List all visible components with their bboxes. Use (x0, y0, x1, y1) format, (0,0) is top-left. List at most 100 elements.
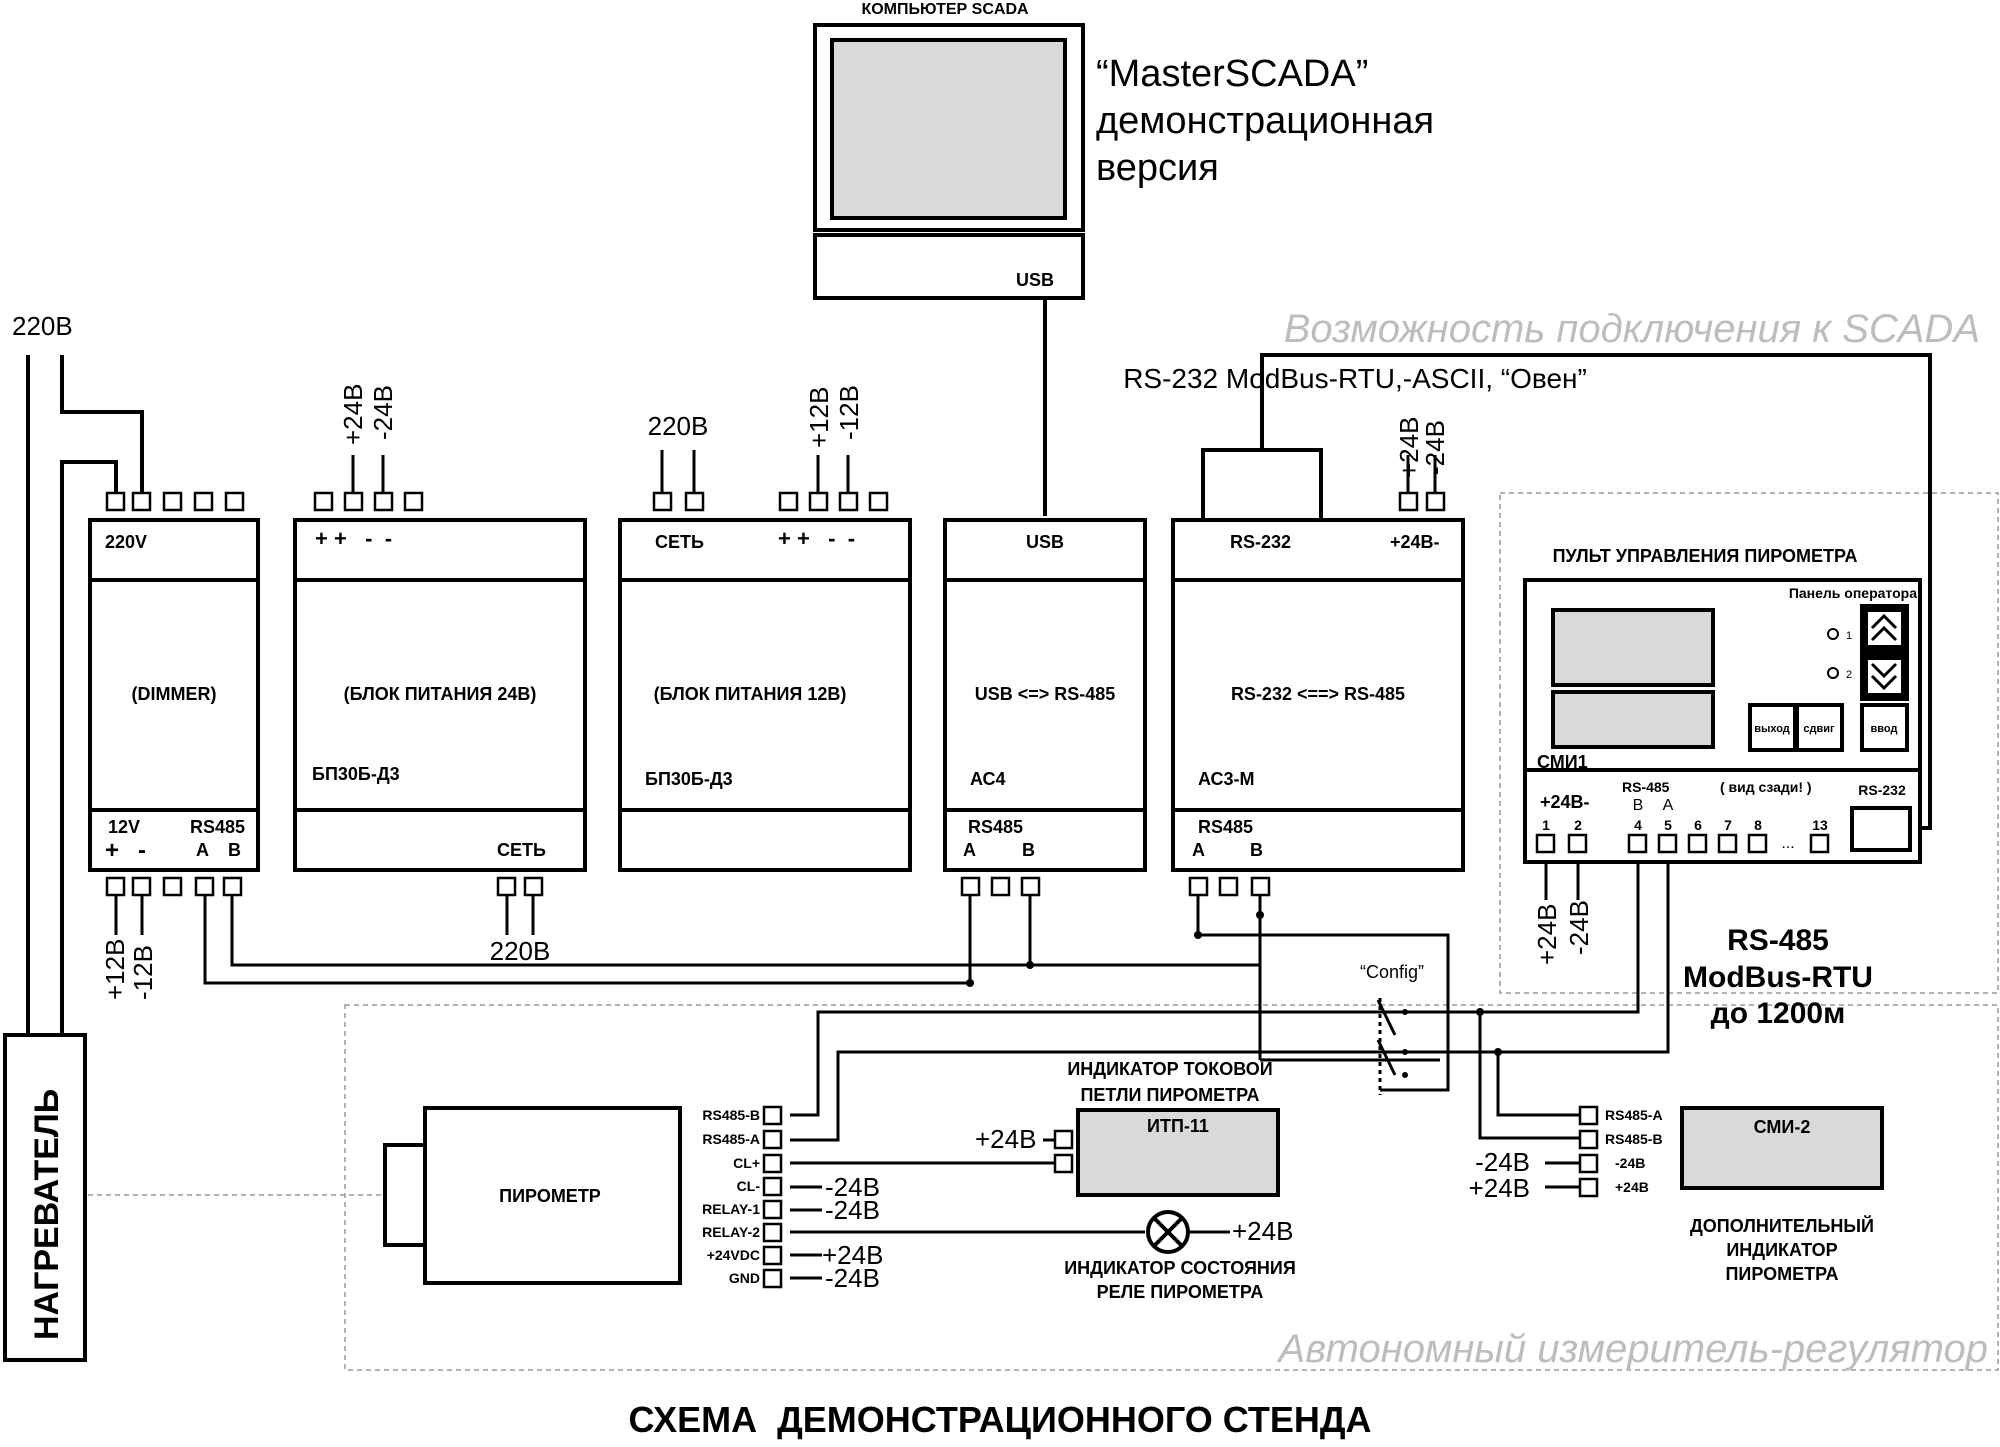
ac3-rs232: RS-232 (1230, 532, 1291, 552)
ac4-rs485: RS485 (968, 817, 1023, 837)
console-rs232-port (1850, 806, 1912, 852)
dimmer-b: B (228, 840, 241, 860)
console-led1: 1 (1846, 630, 1852, 642)
scada-connection-note: Возможность подключения к SCADA (1284, 307, 1980, 351)
psu24-net: СЕТЬ (497, 840, 546, 860)
dimmer-name: (DIMMER) (132, 684, 217, 704)
dimmer-out-plus: +12В (100, 939, 130, 1000)
console-exit-button[interactable] (1748, 703, 1797, 752)
ac4-module (943, 518, 1147, 872)
relay-title1: ИНДИКАТОР СОСТОЯНИЯ (1064, 1258, 1296, 1278)
svg-text:2: 2 (1574, 817, 1582, 833)
config-label: “Config” (1360, 962, 1424, 982)
pyrometer-vdc: +24В (822, 1240, 883, 1270)
psu24-out-plus: +24В (338, 384, 368, 445)
smi2-ext-minus: -24В (1475, 1147, 1530, 1177)
rs232-protocols: RS-232 ModBus-RTU,-ASCII, “Овен” (1123, 363, 1587, 394)
ac3-name: RS-232 <==> RS-485 (1231, 684, 1405, 704)
itp-terminal-minus (1053, 1153, 1074, 1174)
psu12-out-plus: +12В (804, 387, 834, 448)
console-enter-label: ввод (1871, 723, 1898, 735)
smi2-desc3: ПИРОМЕТРА (1725, 1264, 1838, 1284)
pyrometer-name: ПИРОМЕТР (499, 1186, 601, 1206)
psu12-module (618, 518, 912, 872)
dimmer-top-label: 220V (105, 532, 147, 552)
smi2-desc2: ИНДИКАТОР (1726, 1240, 1837, 1260)
console-up-button[interactable] (1860, 604, 1909, 653)
ac4-usb: USB (1026, 532, 1064, 552)
ac3-model: АС3-М (1198, 769, 1255, 789)
dimmer-rs485: RS485 (190, 817, 245, 837)
console-panel-label: Панель оператора (1789, 585, 1917, 601)
itp-name: ИТП-11 (1147, 1116, 1209, 1136)
svg-text:5: 5 (1664, 817, 1672, 833)
rs485-note-line2: ModBus-RTU (1683, 961, 1873, 994)
psu12-top: + + - - (778, 526, 855, 551)
smi2-box (1680, 1106, 1884, 1190)
heater-box (3, 1033, 87, 1362)
svg-text:+24VDC: +24VDC (707, 1247, 760, 1263)
ac3-out-plus: +24В (1394, 417, 1424, 478)
ac4-name: USB <=> RS-485 (975, 684, 1116, 704)
psu24-model: БП30Б-Д3 (312, 764, 400, 784)
console-shift-button[interactable] (1795, 703, 1844, 752)
smi2-ext-plus: +24В (1469, 1173, 1530, 1203)
pyrometer-relay1: -24В (825, 1195, 880, 1225)
supply-main-label: 220В (12, 311, 73, 341)
console-region-border (1499, 492, 1999, 994)
rs485-note-line1: RS-485 (1727, 924, 1829, 957)
console-b-label: B (1633, 797, 1644, 814)
console-enter-button[interactable] (1860, 703, 1909, 752)
ac3-module (1171, 448, 1465, 872)
smi2-desc1: ДОПОЛНИТЕЛЬНЫЙ (1690, 1215, 1874, 1236)
psu12-out-minus: -12В (834, 385, 864, 440)
itp-box (1076, 1108, 1280, 1197)
ac4-b: B (1022, 840, 1035, 860)
pyrometer-gnd: -24В (825, 1263, 880, 1293)
svg-text:RELAY-2: RELAY-2 (702, 1224, 760, 1240)
heater-label: НАГРЕВАТЕЛЬ (28, 1089, 66, 1340)
pyrometer-terminals: RS485-B RS485-A CL+ CL- RELAY-1 RELAY-2 … (702, 1105, 783, 1289)
svg-text:6: 6 (1694, 817, 1702, 833)
dimmer-out-minus: -12В (128, 945, 158, 1000)
ac3-power: +24В- (1390, 532, 1440, 552)
junction-dots (966, 911, 1502, 1056)
console-down-button[interactable] (1860, 652, 1909, 701)
ac3-b: B (1250, 840, 1263, 860)
svg-text:CL+: CL+ (733, 1155, 760, 1171)
ac4-model: АС4 (970, 769, 1006, 789)
console-rs232: RS-232 (1858, 782, 1906, 798)
ac3-rs485: RS485 (1198, 817, 1253, 837)
config-switch (1376, 998, 1408, 1095)
dimmer-plus: + (105, 837, 119, 864)
svg-text:RS485-A: RS485-A (702, 1131, 760, 1147)
svg-text:...: ... (1781, 835, 1794, 852)
computer-screen (830, 38, 1067, 220)
itp-plus: +24В (975, 1124, 1036, 1154)
console-led2: 2 (1846, 669, 1852, 681)
svg-text:+24В: +24В (1615, 1179, 1649, 1195)
autonomous-note: Автономный измеритель-регулятор (1277, 1327, 1988, 1371)
pyrometer-cl-minus: -24В (825, 1172, 880, 1202)
relay-title2: РЕЛЕ ПИРОМЕТРА (1097, 1282, 1264, 1302)
dimmer-12v: 12V (108, 817, 140, 837)
dimmer-a: A (196, 840, 209, 860)
computer-label: КОМПЬЮТЕР SCADA (861, 1, 1029, 18)
autonomous-region-border (344, 1004, 1999, 1371)
relay-lamp-icon (1146, 1210, 1190, 1254)
svg-text:RS485-A: RS485-A (1605, 1107, 1663, 1123)
svg-text:13: 13 (1812, 817, 1828, 833)
psu24-top: + + - - (315, 526, 392, 551)
scada-note-line1: “MasterSCADA” (1096, 53, 1368, 95)
ac3-out-minus: -24В (1420, 420, 1450, 475)
svg-text:RELAY-1: RELAY-1 (702, 1201, 760, 1217)
psu12-in: 220В (648, 411, 709, 441)
svg-text:RS485-B: RS485-B (1605, 1131, 1663, 1147)
psu12-net: СЕТЬ (655, 532, 704, 552)
console-power: +24В- (1540, 792, 1590, 812)
diagram-title: СХЕМА ДЕМОНСТРАЦИОННОГО СТЕНДА (628, 1399, 1371, 1440)
console-a-label: A (1663, 797, 1674, 814)
console-out-minus: -24В (1564, 900, 1594, 955)
psu24-out-minus: -24В (368, 385, 398, 440)
